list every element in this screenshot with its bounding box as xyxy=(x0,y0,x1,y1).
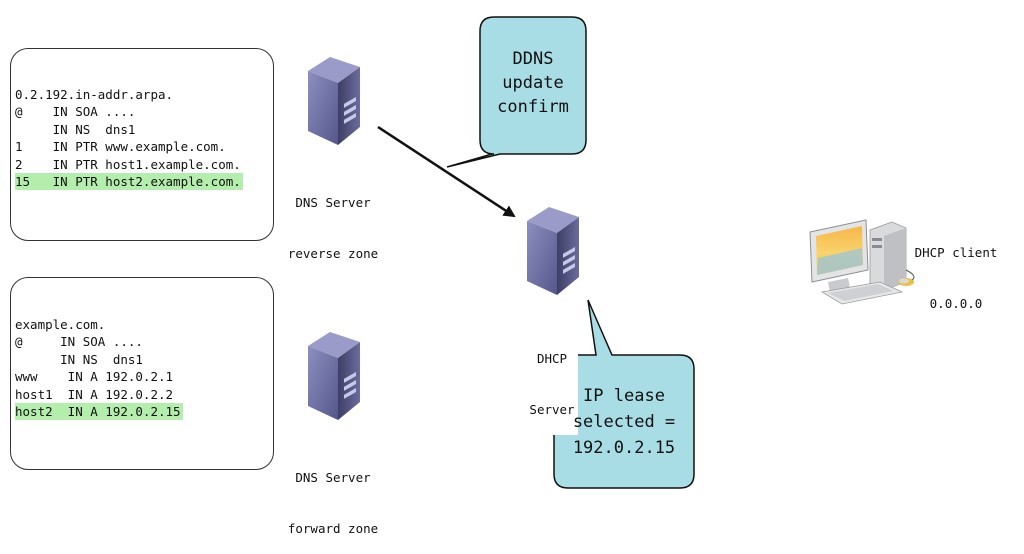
reverse-zone-file-box: 0.2.192.in-addr.arpa. @ IN SOA .... IN N… xyxy=(10,48,274,241)
forward-zone-a-record: www IN A 192.0.2.1 xyxy=(15,369,174,385)
dns-forward-server-label: DNS Server forward zone xyxy=(281,435,385,554)
reverse-zone-ptr-record: 2 IN PTR host1.example.com. xyxy=(15,156,241,172)
forward-zone-records: example.com. @ IN SOA .... IN NS dns1 ww… xyxy=(15,314,183,421)
dns-reverse-server-title: DNS Server xyxy=(295,195,371,210)
reverse-zone-ptr-record: 1 IN PTR www.example.com. xyxy=(15,139,226,155)
ddns-update-arrow xyxy=(377,125,516,218)
dhcp-client-title: DHCP client xyxy=(914,245,998,260)
dns-forward-server-title: DNS Server xyxy=(295,470,371,485)
lease-callout-line: 192.0.2.15 xyxy=(572,438,676,458)
ddns-callout-line: update xyxy=(502,73,564,93)
forward-zone-file-box: example.com. @ IN SOA .... IN NS dns1 ww… xyxy=(10,277,274,470)
dns-forward-server-icon xyxy=(308,332,360,420)
dhcp-server-title: DHCP xyxy=(536,351,568,366)
reverse-zone-origin: 0.2.192.in-addr.arpa. xyxy=(15,87,174,102)
reverse-zone-ns-record: IN NS dns1 xyxy=(15,121,136,137)
forward-zone-origin: example.com. xyxy=(15,317,106,332)
lease-callout-line: selected = xyxy=(572,412,676,432)
forward-zone-new-a-record: host2 IN A 192.0.2.15 xyxy=(15,402,183,421)
forward-zone-soa-record: @ IN SOA .... xyxy=(15,334,143,350)
ddns-callout-line: confirm xyxy=(497,97,569,117)
lease-callout-line: IP lease xyxy=(583,386,665,406)
dns-forward-server-subtitle: forward zone xyxy=(287,521,379,536)
ddns-callout-bubble xyxy=(446,16,587,168)
dhcp-server-label: DHCP Server xyxy=(526,316,578,435)
reverse-zone-new-ptr-record: 15 IN PTR host2.example.com. xyxy=(15,172,243,191)
reverse-zone-records: 0.2.192.in-addr.arpa. @ IN SOA .... IN N… xyxy=(15,84,243,191)
forward-zone-a-record: host1 IN A 192.0.2.2 xyxy=(15,386,174,402)
dhcp-client-address: 0.0.0.0 xyxy=(929,296,983,311)
dns-reverse-server-label: DNS Server reverse zone xyxy=(281,160,385,279)
diagram-graphics xyxy=(308,16,915,489)
reverse-zone-soa-record: @ IN SOA .... xyxy=(15,104,136,120)
dhcp-client-computer-icon xyxy=(809,219,915,305)
forward-zone-ns-record: IN NS dns1 xyxy=(15,351,143,367)
lease-callout-text: IP lease selected = 192.0.2.15 xyxy=(554,383,694,461)
dhcp-server-subtitle: Server xyxy=(529,402,575,417)
dns-reverse-server-icon xyxy=(308,57,360,145)
ddns-callout-line: DDNS xyxy=(512,49,554,69)
dns-reverse-server-subtitle: reverse zone xyxy=(287,246,379,261)
dhcp-client-label: DHCP client 0.0.0.0 xyxy=(906,210,1006,329)
ddns-callout-text: DDNS update confirm xyxy=(480,47,586,119)
dhcp-server-icon xyxy=(527,207,579,295)
